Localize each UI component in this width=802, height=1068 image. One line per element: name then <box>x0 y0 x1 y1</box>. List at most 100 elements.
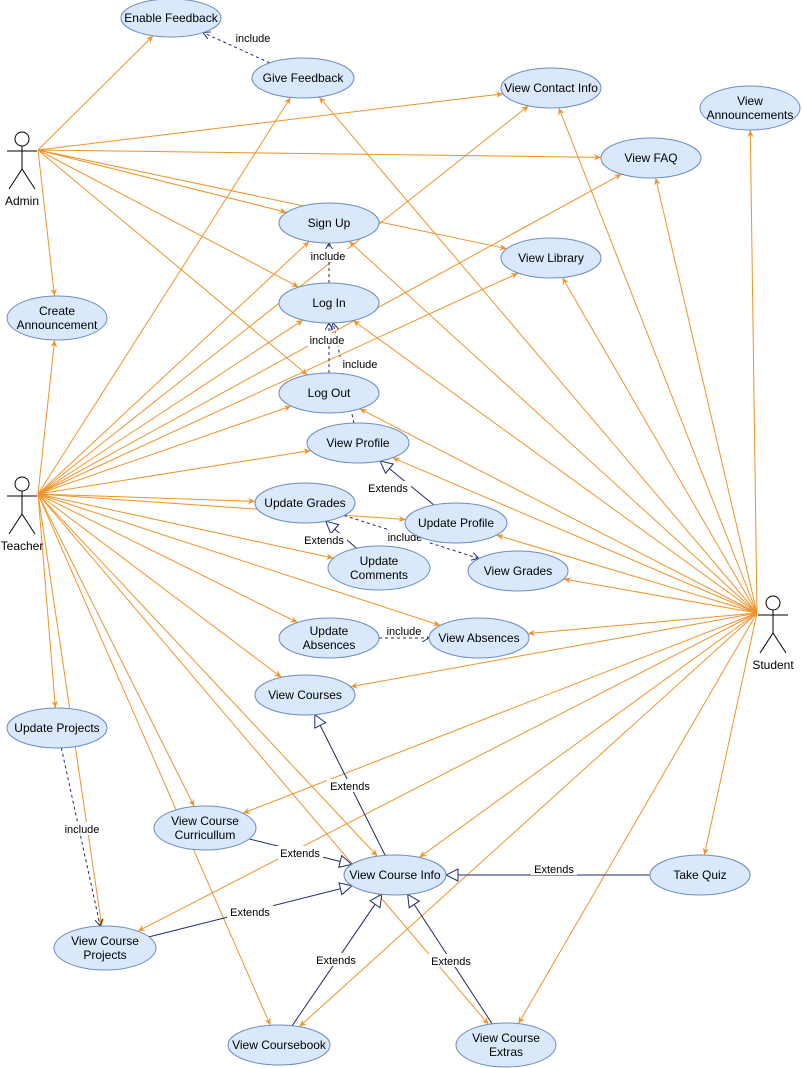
use-case-label: Log In <box>312 296 345 310</box>
use-case-update-grades[interactable]: Update Grades <box>254 482 356 524</box>
include-label-4-bg <box>337 357 383 370</box>
use-case-update-projects[interactable]: Update Projects <box>6 707 108 749</box>
association-teacher-update-projects <box>37 493 58 709</box>
include-label-3: include <box>310 335 345 347</box>
use-case-label: View <box>737 94 763 108</box>
use-case-take-quiz[interactable]: Take Quiz <box>649 854 751 896</box>
use-case-ellipse <box>6 295 108 341</box>
use-case-view-absences[interactable]: View Absences <box>428 617 530 659</box>
use-case-view-faq[interactable]: View FAQ <box>600 137 702 179</box>
association-teacher-log-in <box>37 319 304 495</box>
use-case-label: View Contact Info <box>504 81 598 95</box>
use-case-label: Announcement <box>17 318 98 332</box>
use-case-view-course-info[interactable]: View Course Info <box>343 854 447 896</box>
association-admin-sign-up <box>37 149 287 214</box>
extends-label-6: Extends <box>316 955 356 967</box>
association-student-view-faq <box>654 177 758 614</box>
association-teacher-view-profile <box>37 448 311 495</box>
association-student-view-announcements <box>747 129 758 614</box>
use-case-log-in[interactable]: Log In <box>278 282 380 324</box>
use-case-ellipse <box>254 482 356 524</box>
association-student-view-courses <box>350 612 758 689</box>
use-case-view-courses[interactable]: View Courses <box>254 674 356 716</box>
use-case-ellipse <box>428 617 530 659</box>
association-student-view-course-info <box>419 612 758 858</box>
actor-label: Admin <box>5 194 39 208</box>
association-teacher-update-grades <box>37 493 256 505</box>
use-case-view-grades[interactable]: View Grades <box>467 550 569 592</box>
use-case-ellipse <box>278 202 380 244</box>
include-update-projects-to-view-course-projects <box>60 747 100 926</box>
include-label-1-bg <box>230 31 276 44</box>
use-case-label: Update Profile <box>418 516 494 530</box>
actor-teacher[interactable]: Teacher <box>1 476 44 553</box>
association-teacher-give-feedback <box>37 97 292 495</box>
extends-label-3: Extends <box>330 781 370 793</box>
actor-label: Teacher <box>1 539 44 553</box>
extends-label-6-bg <box>313 953 359 966</box>
association-student-view-absences <box>527 612 758 637</box>
association-teacher-sign-up <box>37 241 310 495</box>
association-admin-view-faq <box>37 149 602 161</box>
use-case-ellipse <box>455 1022 557 1068</box>
use-case-ellipse <box>343 854 447 896</box>
use-case-ellipse <box>278 282 380 324</box>
extends-label-5: Extends <box>230 907 270 919</box>
use-case-view-profile[interactable]: View Profile <box>306 422 410 464</box>
use-case-label: Announcements <box>707 108 794 122</box>
use-case-sign-up[interactable]: Sign Up <box>278 202 380 244</box>
use-case-update-profile[interactable]: Update Profile <box>404 502 508 544</box>
actor-label: Student <box>752 658 794 672</box>
use-case-ellipse <box>6 707 108 749</box>
extends-label-1-bg <box>365 481 411 494</box>
use-case-give-feedback[interactable]: Give Feedback <box>251 57 355 99</box>
use-case-label: Extras <box>489 1045 523 1059</box>
use-case-ellipse <box>327 545 431 591</box>
use-case-label: View Profile <box>326 436 389 450</box>
use-case-ellipse <box>699 85 801 131</box>
use-case-ellipse <box>306 422 410 464</box>
use-case-enable-feedback[interactable]: Enable Feedback <box>120 0 222 38</box>
association-teacher-view-coursebook <box>37 493 271 1026</box>
use-case-view-contact-info[interactable]: View Contact Info <box>500 67 602 109</box>
association-teacher-update-absences <box>37 493 298 623</box>
use-case-label: View Course <box>71 934 139 948</box>
use-case-label: Create <box>39 304 75 318</box>
association-admin-log-in <box>37 149 299 288</box>
use-case-view-library[interactable]: View Library <box>500 237 602 279</box>
actor-student[interactable]: Student <box>752 595 794 672</box>
stick-figure-icon <box>758 595 788 654</box>
use-case-label: Update Grades <box>264 496 345 510</box>
extends-label-5-bg <box>227 905 273 918</box>
actor-admin[interactable]: Admin <box>5 131 39 208</box>
use-case-label: Update <box>360 554 399 568</box>
association-teacher-view-absences <box>37 493 441 627</box>
use-case-label: Comments <box>350 568 408 582</box>
extends-label-3-bg <box>327 779 373 792</box>
use-case-ellipse <box>251 57 355 99</box>
association-student-view-course-extras <box>517 612 758 1024</box>
use-case-label: Curricullum <box>175 828 236 842</box>
extends-label-1: Extends <box>368 483 408 495</box>
extends-label-4: Extends <box>280 848 320 860</box>
association-admin-view-library <box>37 149 507 251</box>
association-student-view-library <box>561 277 758 614</box>
association-admin-create-announcement <box>37 149 57 297</box>
use-case-view-coursebook[interactable]: View Coursebook <box>227 1024 331 1066</box>
use-case-label: Absences <box>303 638 356 652</box>
use-case-log-out[interactable]: Log Out <box>278 372 380 414</box>
association-teacher-view-library <box>37 272 519 495</box>
include-give-feedback-to-enable-feedback <box>203 33 270 64</box>
association-student-take-quiz <box>702 612 758 856</box>
association-student-give-feedback <box>318 96 758 614</box>
use-case-ellipse <box>254 674 356 716</box>
